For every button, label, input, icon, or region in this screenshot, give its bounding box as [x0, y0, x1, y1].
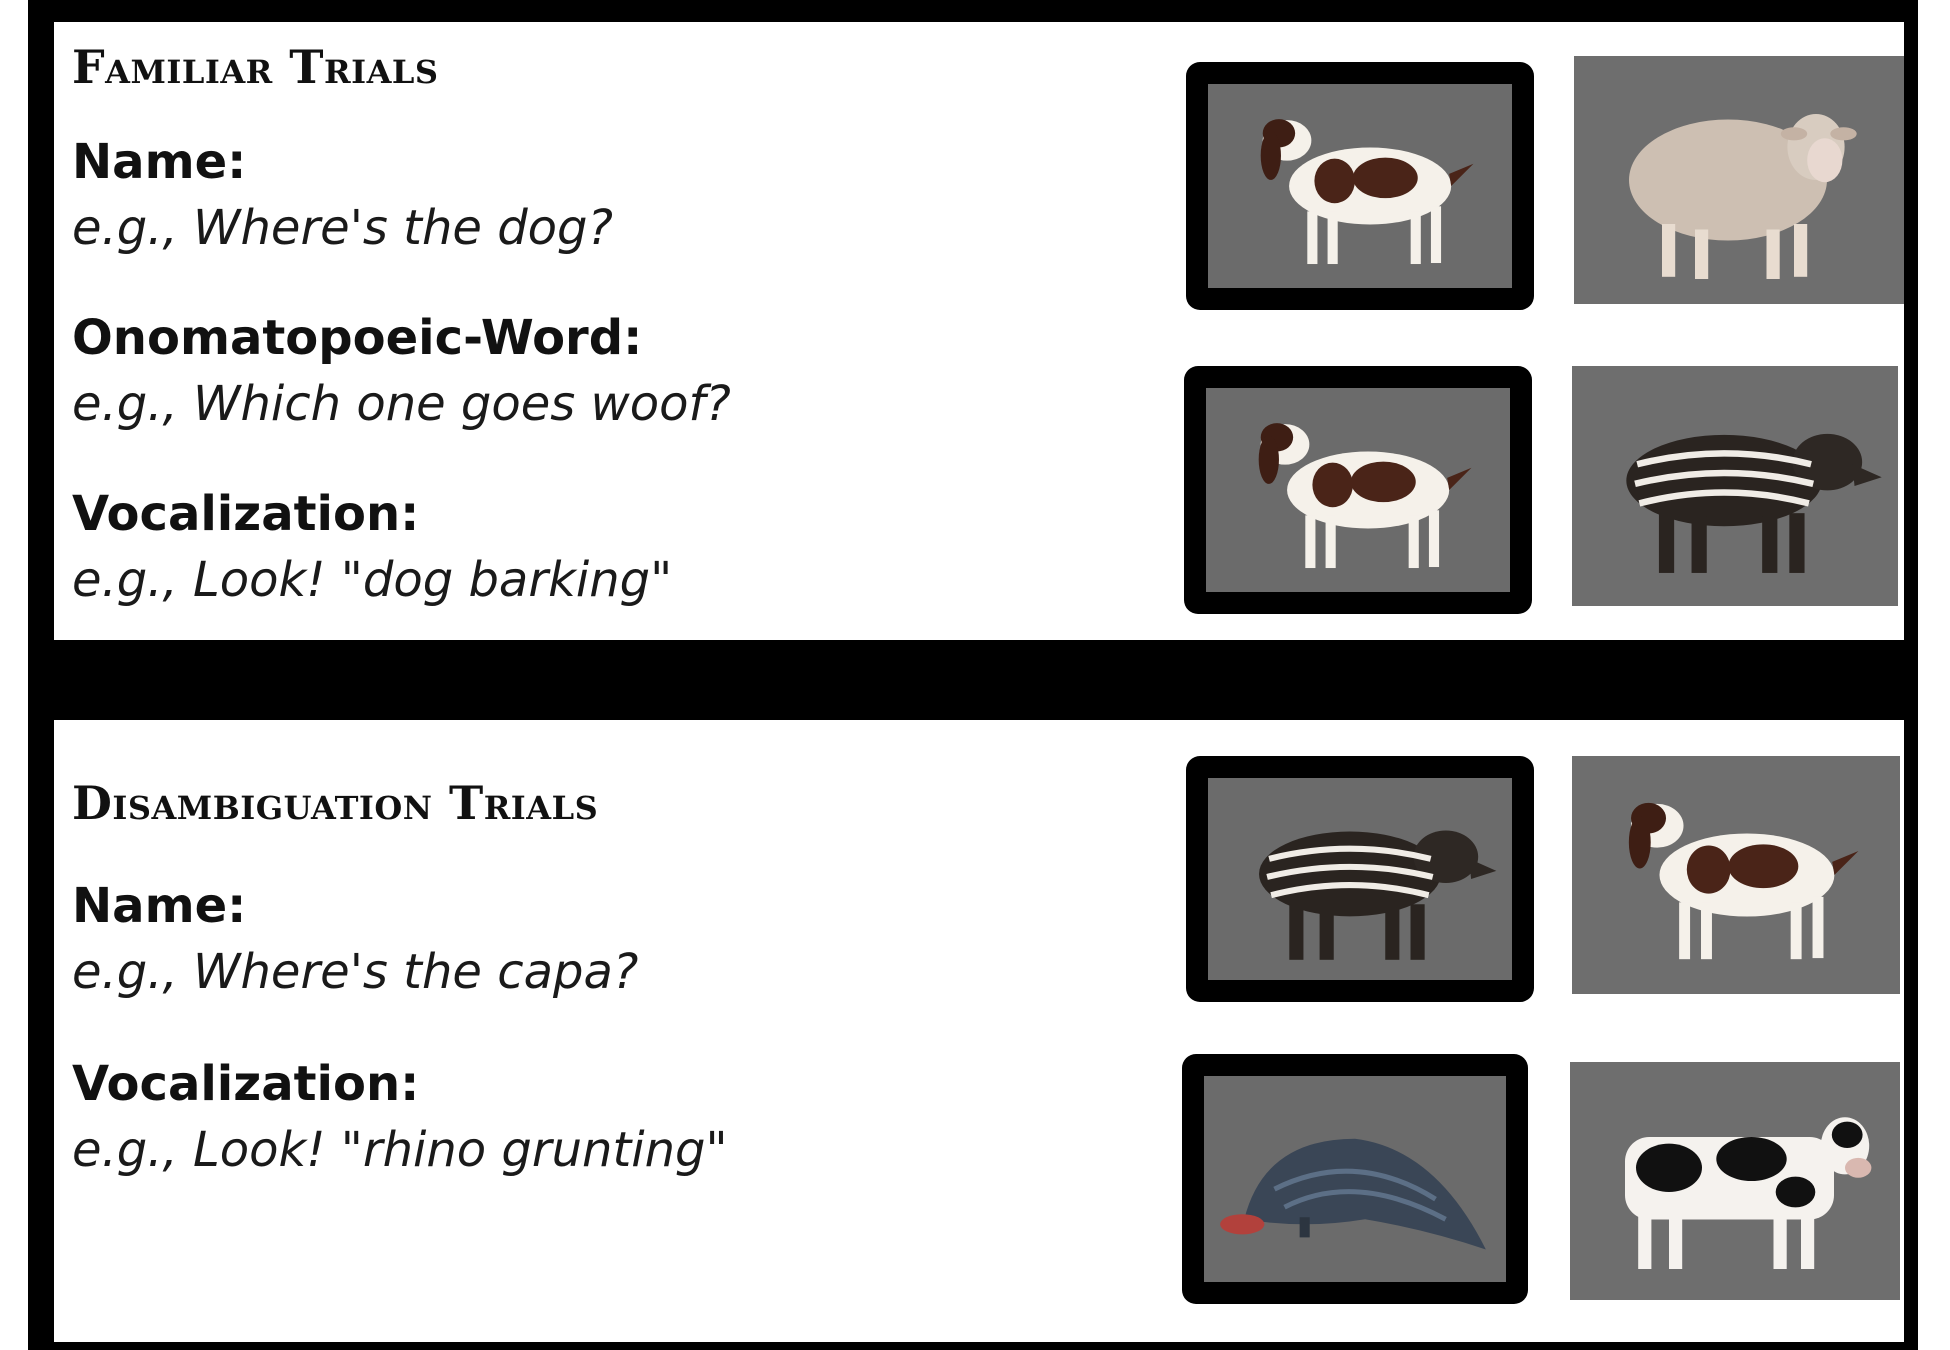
disambiguation-trials-panel: Disambiguation Trials Name: e.g., Where'…	[54, 720, 1904, 1342]
dog-icon	[1260, 119, 1474, 265]
familiar-name-label: Name:	[72, 134, 247, 190]
target-dog-image	[1186, 62, 1534, 310]
dog-icon	[1628, 802, 1859, 960]
disambiguation-name-example: e.g., Where's the capa?	[72, 944, 639, 1000]
familiar-vocalization-label: Vocalization:	[72, 486, 420, 542]
target-pangolin-image	[1182, 1054, 1528, 1304]
tapir-icon	[1259, 830, 1497, 960]
familiar-onomatopoeic-label: Onomatopoeic-Word:	[72, 310, 643, 366]
familiar-vocalization-example: e.g., Look! "dog barking"	[72, 552, 673, 608]
disambiguation-name-label: Name:	[72, 878, 247, 934]
distractor-cow-image	[1570, 1062, 1900, 1300]
disambiguation-vocalization-label: Vocalization:	[72, 1056, 420, 1112]
pangolin-icon	[1220, 1138, 1486, 1250]
disambiguation-trials-title: Disambiguation Trials	[72, 776, 599, 830]
distractor-sheep-image	[1574, 56, 1904, 304]
cow-icon	[1625, 1117, 1872, 1269]
sheep-icon	[1629, 114, 1857, 279]
familiar-name-example: e.g., Where's the dog?	[72, 200, 613, 256]
dog-icon	[1258, 423, 1472, 569]
target-dog-image-2	[1184, 366, 1532, 614]
tapir-icon	[1626, 433, 1882, 573]
familiar-trials-panel: Familiar Trials Name: e.g., Where's the …	[54, 22, 1904, 640]
distractor-dog-image	[1572, 756, 1900, 994]
familiar-trials-title: Familiar Trials	[72, 40, 439, 94]
disambiguation-vocalization-example: e.g., Look! "rhino grunting"	[72, 1122, 728, 1178]
familiar-onomatopoeic-example: e.g., Which one goes woof?	[72, 376, 731, 432]
target-tapir-image	[1186, 756, 1534, 1002]
distractor-tapir-image	[1572, 366, 1898, 606]
